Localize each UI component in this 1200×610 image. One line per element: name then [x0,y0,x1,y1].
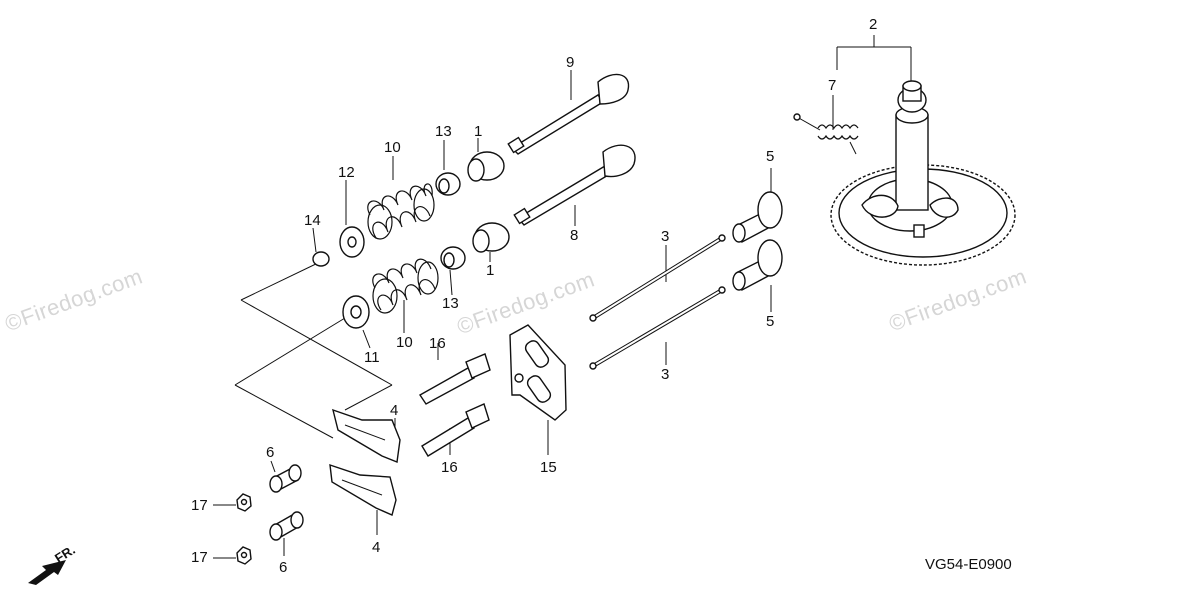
collar-part6-lower [269,511,304,541]
tappet-part5-upper [732,191,783,244]
valve-seal-part1-lower [472,222,510,253]
valve-seal-part1-upper [467,151,505,182]
front-direction-arrow-icon [28,560,66,585]
callout-13-lower: 13 [442,295,459,312]
callout-13-upper: 13 [435,123,452,140]
callout-16-lower: 16 [441,459,458,476]
callout-5-upper: 5 [766,148,775,165]
rocker-arm-part4-lower [329,463,397,516]
callout-10-lower: 10 [396,334,413,351]
rocker-arm-part4-upper [332,408,401,463]
callout-8: 8 [570,227,579,244]
pivot-bolt-part16-lower [421,403,490,457]
pivot-bolt-part16-upper [418,353,491,405]
callout-9: 9 [566,54,575,71]
retainer-part13-upper [435,172,461,196]
callout-7: 7 [828,77,837,94]
callout-2: 2 [869,16,878,33]
drawing-code: VG54-E0900 [925,556,1012,573]
callout-14: 14 [304,212,321,229]
callout-12: 12 [338,164,355,181]
camshaft-gear-part2 [830,80,1016,266]
callout-17-upper: 17 [191,497,208,514]
callout-4-lower: 4 [372,539,381,556]
callout-15: 15 [540,459,557,476]
callout-16-upper: 16 [429,335,446,352]
callout-5-lower: 5 [766,313,775,330]
callout-6-upper: 6 [266,444,275,461]
callout-3-upper: 3 [661,228,670,245]
valve-intake-part8 [513,144,636,226]
collar-part6-upper [269,464,302,493]
valve-exhaust-part9 [507,73,630,155]
valve-spring-part10-upper [367,183,435,240]
nut-part17-lower [236,546,252,565]
valve-cap-part14 [312,251,330,267]
spring-retainer-part11 [342,295,370,329]
nut-part17-upper [236,493,252,512]
retainer-part13-lower [440,246,466,270]
push-rod-part3-lower [589,286,726,370]
decompressor-spring-part7 [793,113,859,155]
callout-1-upper: 1 [474,123,483,140]
spring-retainer-part12 [339,226,365,258]
valve-spring-part10-lower [372,258,439,314]
callout-17-lower: 17 [191,549,208,566]
callout-6-lower: 6 [279,559,288,576]
callout-1-lower: 1 [486,262,495,279]
leader-lines [213,35,912,559]
push-rod-part3-upper [589,234,726,322]
tappet-part5-lower [732,239,783,292]
guide-plate-part15 [509,324,567,421]
callout-4-upper: 4 [390,402,399,419]
callout-3-lower: 3 [661,366,670,383]
callout-10-upper: 10 [384,139,401,156]
callout-11: 11 [364,349,380,366]
